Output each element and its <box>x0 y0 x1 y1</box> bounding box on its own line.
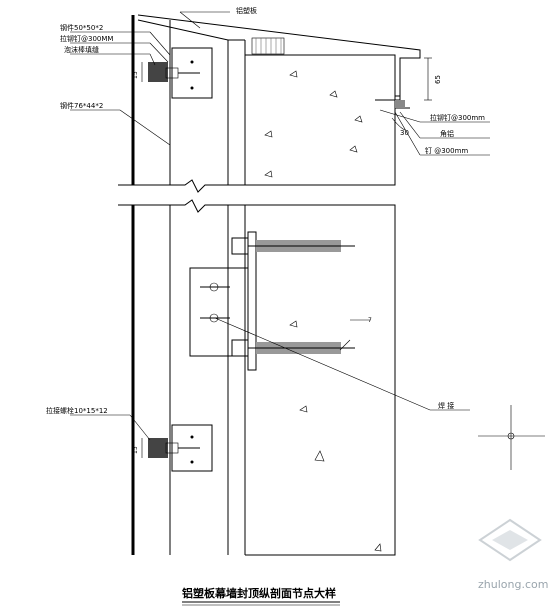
watermark-logo <box>478 518 542 562</box>
label-steel-tube: 钢件76*44*2 <box>60 101 103 110</box>
mid-bolt-upper-head <box>209 282 219 292</box>
top-foam-rod <box>148 62 168 82</box>
bottom-bracket-bolt-1 <box>190 435 194 439</box>
coping-inner <box>137 19 245 41</box>
crosshair-mark <box>478 405 545 470</box>
label-expansion-bolt: 拉接螺栓10*15*12 <box>46 406 108 415</box>
label-weld: 焊 接 <box>438 401 454 410</box>
dim-30: 30 <box>400 129 409 137</box>
anchor-nut-2 <box>231 339 249 357</box>
brick-hatch-lines <box>255 38 282 54</box>
bottom-bracket-plate <box>171 424 213 472</box>
anchor-nut-1 <box>231 237 249 255</box>
drawing-title: 铝塑板幕墙封顶纵剖面节点大样 <box>182 586 336 600</box>
concrete-wall <box>245 204 396 556</box>
concrete-parapet <box>244 54 396 186</box>
concrete-aggregate <box>264 70 382 552</box>
label-flashing: 铝塑板 <box>236 6 257 15</box>
dim-15-bottom: 15 <box>132 446 139 454</box>
brick-hatch <box>251 37 285 55</box>
dim-15-top: 15 <box>132 71 139 79</box>
top-bracket-plate <box>171 47 213 99</box>
dim-65: 65 <box>434 75 442 84</box>
mid-bracket-plate <box>189 267 249 357</box>
label-foam-rod: 泡沫棒填缝 <box>64 45 99 54</box>
dim-30-arc <box>391 117 406 131</box>
top-bracket-bolt-1 <box>190 60 194 64</box>
angle-hatch <box>395 100 405 108</box>
label-bolt-right-1: 拉铆钉@300mm <box>430 113 485 122</box>
coping-flashing <box>137 14 421 97</box>
bottom-foam-rod <box>148 438 168 458</box>
mid-baseplate <box>247 231 257 371</box>
watermark-text: zhulong.com <box>478 578 548 591</box>
mid-bolt-lower-head <box>209 313 219 323</box>
dim-65-graphic <box>424 57 432 101</box>
top-bracket-bolt-2 <box>190 86 194 90</box>
label-aluminum: 角铝 <box>440 129 454 138</box>
leader-lines <box>70 11 490 441</box>
break-line-bottom <box>118 199 395 213</box>
label-bolt-top: 拉铆钉@300MM <box>60 34 113 43</box>
label-steel-angle: 钢件50*50*2 <box>60 23 103 32</box>
dim-7: 7 <box>368 317 372 324</box>
label-bolt-right-2: 钉 @300mm <box>425 146 468 155</box>
bottom-bracket-bolt-2 <box>190 460 194 464</box>
break-line-top <box>118 179 395 193</box>
